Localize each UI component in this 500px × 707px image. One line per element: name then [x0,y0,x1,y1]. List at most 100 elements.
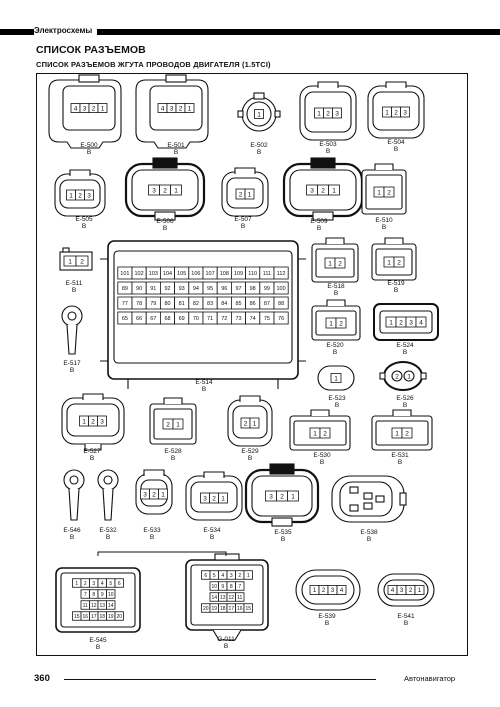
pin-number: 107 [206,271,215,277]
connector-view: В [87,149,91,156]
pin-number: 11 [237,595,242,601]
pin-number: 1 [69,192,73,199]
pin-number: 18 [99,614,105,620]
pin-number: 2 [395,373,399,380]
pin-number: 6 [204,573,207,579]
pin-number: 4 [340,588,344,594]
connector-label: E-524 [396,342,414,349]
pin-number: 15 [245,606,251,612]
pin-number: 2 [387,189,391,196]
connector-label: E-529 [241,448,259,455]
pin-number: 3 [170,105,174,112]
pin-number: 20 [203,606,209,612]
connector-view: В [106,534,110,541]
pin-number: 1 [313,430,317,437]
pin-number: 3 [310,187,314,194]
pin-cavity [287,490,299,502]
connector-view: В [317,225,321,232]
pin-number: 14 [108,603,114,609]
pin-number: 1 [176,421,180,428]
connector-view: В [202,386,206,393]
pin-number: 108 [220,271,229,277]
pin-number: 1 [418,588,422,594]
pin-number: 76 [278,316,284,322]
pin-number: 10 [211,584,217,590]
pin-number: 2 [394,109,398,116]
section-title: Электросхемы [34,26,98,35]
pin-number: 3 [152,187,156,194]
pin-cavity [401,427,413,439]
connector-label: E-531 [391,452,409,459]
pin-number: 1 [407,373,411,380]
pin-cavity [414,585,425,595]
connector-view: В [394,287,398,294]
connector-label: E-541 [397,613,415,620]
pin-cavity [273,266,289,280]
pin-number: 11 [83,603,88,609]
pin-number: 112 [277,271,286,277]
pin-number: 102 [135,271,144,277]
pin-number: 1 [377,189,381,196]
pin-number: 19 [108,614,114,620]
pin-number: 75 [264,316,270,322]
pin-cavity [244,188,255,200]
pin-number: 72 [221,316,227,322]
connector-view: В [404,620,408,627]
pin-number: 101 [120,271,129,277]
pin-number: 7 [84,592,87,598]
connector-view: В [398,459,402,466]
pin-cavity [218,492,228,504]
connector-view: В [335,402,339,409]
connector-label: E-523 [328,395,346,402]
pin-number: 81 [179,301,185,307]
pin-number: 1 [387,259,391,266]
connector-label: E-533 [143,527,161,534]
pin-number: 3 [203,495,207,502]
pin-cavity [334,257,346,269]
pin-number: 5 [109,581,112,587]
pin-number: 1 [334,375,338,382]
header-bar [0,29,500,35]
pin-cavity [393,256,405,268]
pin-number: 2 [409,588,413,594]
connector-label: E-539 [318,613,336,620]
connector-label: E-520 [326,342,344,349]
pin-number: 17 [91,614,97,620]
page-number: 360 [34,673,50,684]
pin-cavity [114,611,124,621]
pin-number: 16 [237,606,243,612]
connector-view: В [325,620,329,627]
pin-number: 83 [207,301,213,307]
pin-number: 99 [264,286,270,292]
connector-view: В [241,223,245,230]
pin-number: 2 [92,105,96,112]
pin-cavity [330,373,342,383]
pin-number: 1 [247,573,250,579]
connector-view: В [70,367,74,374]
connector-label: E-530 [313,452,331,459]
pin-number: 8 [92,592,95,598]
pin-number: 4 [221,573,224,579]
connector-view: В [96,644,100,651]
pin-cavity [235,581,245,591]
pin-number: 13 [220,595,226,601]
connector-label: E-505 [75,216,93,223]
pin-number: 2 [80,258,84,265]
pin-number: 1 [257,111,261,118]
pin-number: 98 [250,286,256,292]
pin-number: 3 [269,493,273,500]
pin-number: 1 [291,493,295,500]
